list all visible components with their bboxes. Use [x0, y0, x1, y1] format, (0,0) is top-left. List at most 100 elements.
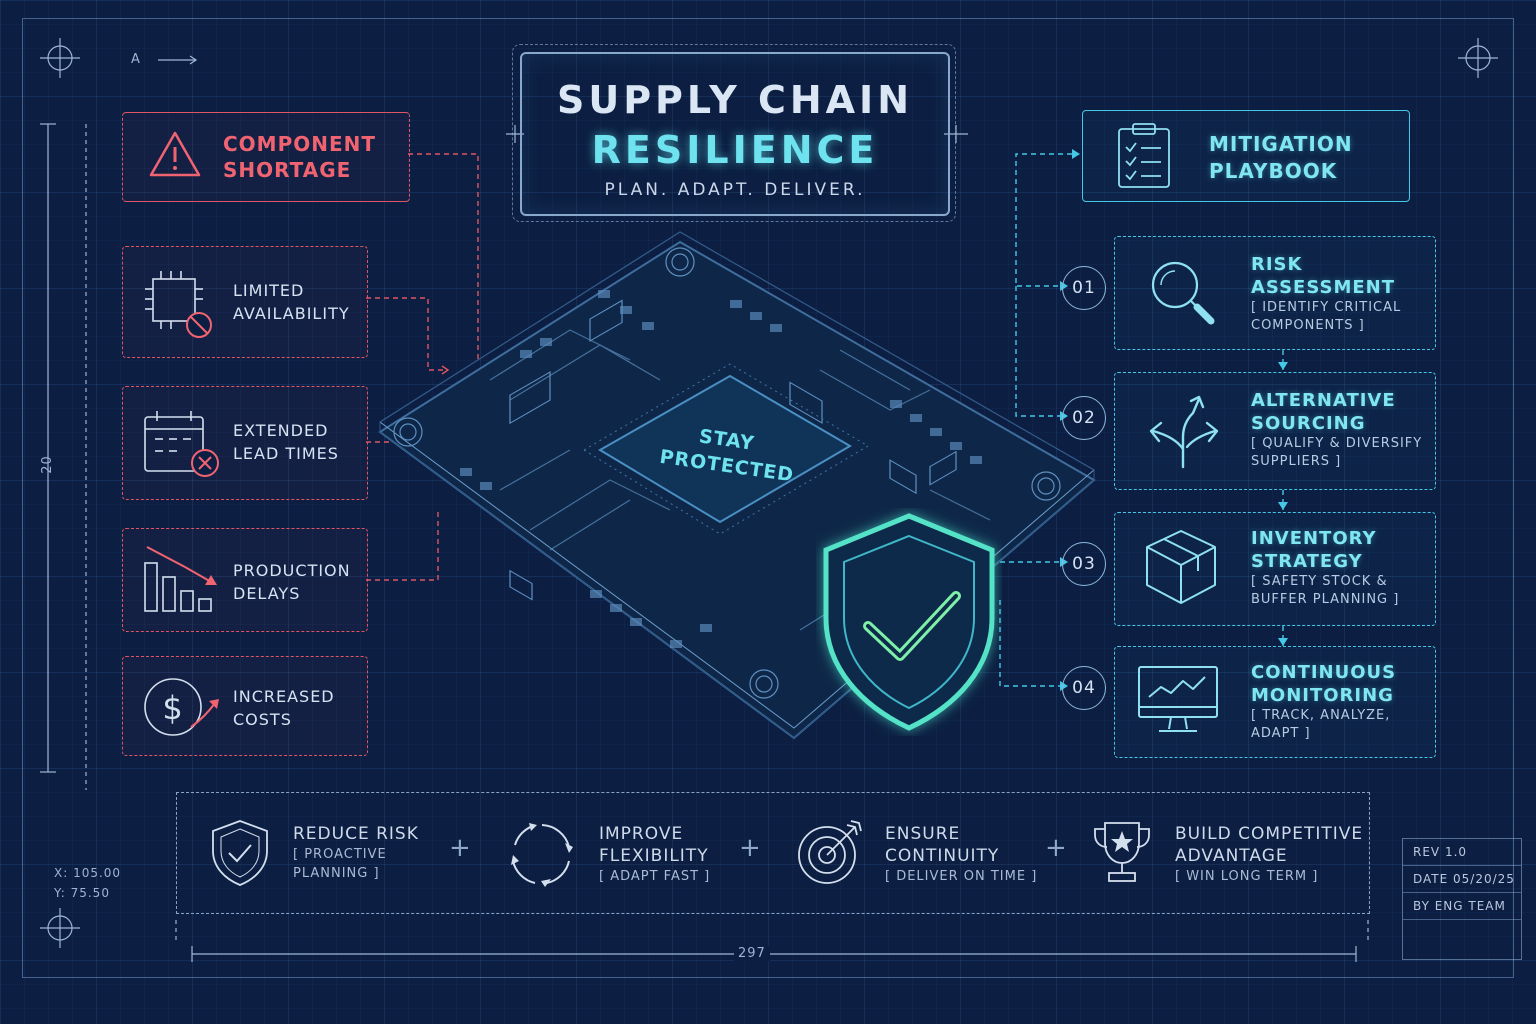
- title-frame: [512, 44, 956, 222]
- benefit-text: REDUCE RISK [ PROACTIVE PLANNING ]: [293, 823, 419, 883]
- step-text: CONTINUOUS MONITORING [ TRACK, ANALYZE, …: [1251, 661, 1396, 743]
- shield-check-icon: [823, 513, 995, 731]
- step-title-line1: CONTINUOUS: [1251, 662, 1397, 683]
- declining-bar-chart-icon: [144, 546, 217, 612]
- shield-check-small-icon: [212, 820, 268, 886]
- benefit-title-line2: ADVANTAGE: [1175, 846, 1288, 866]
- step-title-line2: SOURCING: [1251, 413, 1366, 434]
- cycle-arrows-icon: [511, 823, 573, 887]
- step-text: ALTERNATIVE SOURCING [ QUALIFY & DIVERSI…: [1251, 389, 1422, 471]
- title-box: SUPPLY CHAIN RESILIENCE PLAN. ADAPT. DEL…: [520, 52, 950, 216]
- step-title-line2: STRATEGY: [1251, 551, 1363, 572]
- benefit-text: BUILD COMPETITIVE ADVANTAGE [ WIN LONG T…: [1175, 823, 1363, 886]
- step-sub-line2: BUFFER PLANNING ]: [1251, 592, 1400, 607]
- impact-label: LIMITED AVAILABILITY: [233, 279, 350, 325]
- blueprint-frame: [22, 18, 1514, 978]
- step-title-line2: ASSESSMENT: [1251, 277, 1396, 298]
- benefit-title-line1: BUILD COMPETITIVE: [1175, 824, 1364, 844]
- playbook-title-line2: PLAYBOOK: [1209, 159, 1338, 183]
- title-line1: SUPPLY CHAIN: [556, 78, 913, 122]
- plus-separator: +: [449, 833, 472, 863]
- step-sub-line1: [ IDENTIFY CRITICAL: [1251, 300, 1402, 315]
- benefit-title-line2: FLEXIBILITY: [599, 846, 709, 866]
- mitigation-playbook-box: MITIGATION PLAYBOOK: [1082, 110, 1410, 202]
- coord-y: Y: 75.50: [54, 886, 110, 900]
- impact-label: INCREASED COSTS: [233, 685, 335, 731]
- trophy-icon: [1094, 822, 1150, 882]
- playbook-title-line1: MITIGATION: [1209, 132, 1353, 156]
- step-title-line1: RISK: [1251, 254, 1303, 275]
- step-title-line1: ALTERNATIVE: [1251, 390, 1396, 411]
- step-number-03: 03: [1062, 542, 1106, 586]
- benefit-title-line1: ENSURE: [885, 824, 961, 844]
- impact-label-line2: LEAD TIMES: [233, 444, 339, 463]
- step-risk-assessment: RISK ASSESSMENT [ IDENTIFY CRITICAL COMP…: [1114, 236, 1436, 350]
- step-sub-line2: SUPPLIERS ]: [1251, 454, 1342, 469]
- benefit-sub-line1: [ PROACTIVE: [293, 847, 387, 862]
- revision-date: DATE 05/20/25: [1403, 866, 1521, 893]
- target-icon: [798, 820, 862, 884]
- impact-label: PRODUCTION DELAYS: [233, 559, 351, 605]
- monitor-chart-icon: [1138, 666, 1218, 732]
- step-number-04: 04: [1062, 666, 1106, 710]
- step-inventory-strategy: INVENTORY STRATEGY [ SAFETY STOCK & BUFF…: [1114, 512, 1436, 626]
- benefit-sub-line1: [ ADAPT FAST ]: [599, 869, 711, 884]
- impact-label: EXTENDED LEAD TIMES: [233, 419, 339, 465]
- warning-icon: [149, 131, 201, 177]
- impact-extended-lead-times: EXTENDED LEAD TIMES: [122, 386, 368, 500]
- revision-author: BY ENG TEAM: [1403, 893, 1521, 920]
- plus-separator: +: [1045, 833, 1068, 863]
- impact-label-line1: PRODUCTION: [233, 561, 351, 580]
- magnifier-icon: [1151, 261, 1215, 325]
- horizontal-dimension-label: 297: [734, 946, 770, 961]
- playbook-title: MITIGATION PLAYBOOK: [1209, 131, 1353, 185]
- benefits-bar: REDUCE RISK [ PROACTIVE PLANNING ] + IMP…: [176, 792, 1370, 914]
- step-number-01: 01: [1062, 266, 1106, 310]
- calendar-x-icon: [144, 411, 219, 477]
- step-sub-line2: COMPONENTS ]: [1251, 318, 1365, 333]
- step-sub-line1: [ SAFETY STOCK &: [1251, 574, 1388, 589]
- step-sub-line1: [ QUALIFY & DIVERSIFY: [1251, 436, 1423, 451]
- benefit-sub-line2: PLANNING ]: [293, 866, 380, 881]
- step-title-line2: MONITORING: [1251, 685, 1394, 706]
- impact-label-line2: AVAILABILITY: [233, 304, 350, 323]
- benefit-sub-line1: [ DELIVER ON TIME ]: [885, 869, 1038, 884]
- impact-label-line2: COSTS: [233, 710, 292, 729]
- step-continuous-monitoring: CONTINUOUS MONITORING [ TRACK, ANALYZE, …: [1114, 646, 1436, 758]
- diverging-arrows-icon: [1149, 395, 1219, 469]
- tagline: PLAN. ADAPT. DELIVER.: [604, 180, 866, 200]
- step-text: RISK ASSESSMENT [ IDENTIFY CRITICAL COMP…: [1251, 253, 1401, 335]
- step-title-line1: INVENTORY: [1251, 528, 1377, 549]
- dollar-rising-icon: $: [144, 678, 219, 736]
- impact-label-line1: EXTENDED: [233, 421, 329, 440]
- step-sub-line1: [ TRACK, ANALYZE,: [1251, 708, 1391, 723]
- coord-x: X: 105.00: [54, 866, 122, 880]
- step-alternative-sourcing: ALTERNATIVE SOURCING [ QUALIFY & DIVERSI…: [1114, 372, 1436, 490]
- box-package-icon: [1146, 530, 1216, 604]
- problem-title-line1: COMPONENT: [223, 132, 377, 156]
- title-line2: RESILIENCE: [591, 128, 879, 172]
- impact-label-line1: LIMITED: [233, 281, 305, 300]
- impact-label-line1: INCREASED: [233, 687, 335, 706]
- impact-label-line2: DELAYS: [233, 584, 301, 603]
- impact-increased-costs: $ INCREASED COSTS: [122, 656, 368, 756]
- clipboard-checklist-icon: [1118, 123, 1170, 188]
- revision-block: REV 1.0 DATE 05/20/25 BY ENG TEAM: [1402, 838, 1522, 960]
- impact-limited-availability: LIMITED AVAILABILITY: [122, 246, 368, 358]
- benefit-text: ENSURE CONTINUITY [ DELIVER ON TIME ]: [885, 823, 1037, 886]
- step-text: INVENTORY STRATEGY [ SAFETY STOCK & BUFF…: [1251, 527, 1399, 609]
- plus-separator: +: [739, 833, 762, 863]
- step-number-02: 02: [1062, 396, 1106, 440]
- problem-title-line2: SHORTAGE: [223, 158, 352, 182]
- benefit-title-line1: REDUCE RISK: [293, 824, 419, 844]
- problem-title: COMPONENT SHORTAGE: [223, 131, 376, 183]
- impact-production-delays: PRODUCTION DELAYS: [122, 528, 368, 632]
- blueprint-marker: A: [131, 52, 141, 67]
- svg-text:$: $: [162, 689, 183, 727]
- revision-label: REV 1.0: [1403, 839, 1521, 866]
- step-sub-line2: ADAPT ]: [1251, 726, 1311, 741]
- chip-blocked-icon: [145, 271, 212, 338]
- benefit-sub-line1: [ WIN LONG TERM ]: [1175, 869, 1319, 884]
- benefit-title-line2: CONTINUITY: [885, 846, 1000, 866]
